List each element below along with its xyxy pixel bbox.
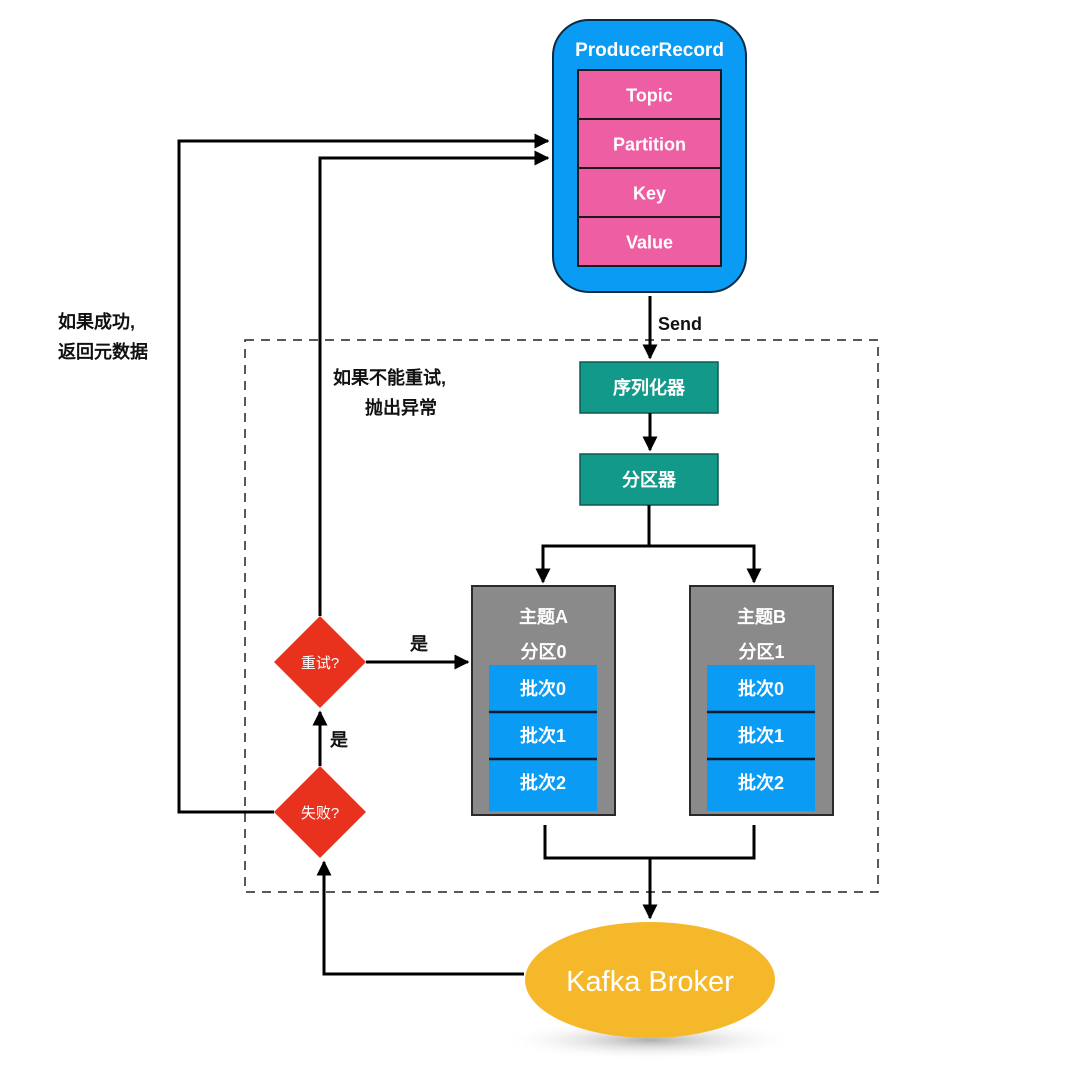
- kafka-broker: Kafka Broker: [500, 922, 800, 1060]
- batch-box: [707, 665, 815, 712]
- batch-label: 批次1: [738, 725, 784, 746]
- no-retry-note: 如果不能重试, 抛出异常: [333, 367, 446, 418]
- retry-yes-label: 是: [409, 634, 428, 654]
- success-note-line-2: 返回元数据: [58, 341, 148, 362]
- broker-to-fail-arrow: [316, 860, 524, 976]
- record-field-key: [577, 167, 722, 218]
- partitioner: 分区器: [579, 453, 719, 506]
- batch-box: [489, 665, 597, 712]
- success-note: 如果成功, 返回元数据: [58, 311, 148, 362]
- batch-box: [707, 712, 815, 759]
- no-retry-note-line-2: 抛出异常: [365, 397, 437, 418]
- retry-decision: 重试?: [274, 616, 366, 708]
- record-field-label: Value: [626, 233, 673, 253]
- partition-label: 分区0: [520, 642, 566, 662]
- batch-box: [489, 712, 597, 759]
- partition-label: 分区1: [738, 642, 784, 662]
- batch-label: 批次0: [520, 678, 566, 699]
- batch-label: 批次2: [520, 772, 566, 793]
- topic-label: 主题B: [737, 606, 786, 627]
- fail-label: 失败?: [301, 805, 339, 822]
- no-retry-note-line-1: 如果不能重试,: [333, 367, 446, 388]
- retry-diamond: [274, 616, 366, 708]
- partitioner-box: [579, 453, 719, 506]
- batch-label: 批次0: [738, 678, 784, 699]
- broker-shadow: [500, 1020, 800, 1060]
- serializer-box: [579, 361, 719, 414]
- broker-label: Kafka Broker: [566, 966, 734, 998]
- batch-label: 批次2: [738, 772, 784, 793]
- record-field-partition: [577, 118, 722, 169]
- record-field-label: Key: [633, 184, 666, 204]
- no-retry-exception-arrow: [318, 150, 550, 616]
- fail-diamond: [274, 766, 366, 858]
- batch-box: [489, 759, 597, 811]
- serializer: 序列化器: [579, 361, 719, 414]
- record-field-label: Partition: [613, 135, 686, 155]
- success-metadata-arrow: [177, 133, 550, 814]
- batch-label: 批次1: [520, 725, 566, 746]
- retry-label: 重试?: [301, 655, 339, 672]
- producer-record-title: ProducerRecord: [575, 40, 724, 61]
- serializer-label: 序列化器: [613, 377, 686, 398]
- topics-merge-line: [543, 825, 756, 860]
- partitioner-label: 分区器: [622, 470, 677, 490]
- record-field-value: [577, 216, 722, 267]
- success-note-line-1: 如果成功,: [58, 311, 135, 332]
- record-field-label: Topic: [626, 86, 673, 106]
- send-label: Send: [658, 314, 702, 334]
- partitioner-to-topic-b-arrow: [649, 544, 762, 584]
- batch-box: [707, 759, 815, 811]
- fail-yes-label: 是: [329, 730, 348, 750]
- partitioner-to-topic-a-arrow: [535, 505, 651, 584]
- topic-label: 主题A: [519, 606, 568, 627]
- topic-partition-0: 主题A 分区0 批次0 批次1 批次2: [471, 585, 616, 816]
- record-field-topic: [577, 69, 722, 120]
- fail-decision: 失败?: [274, 766, 366, 858]
- topic-partition-1: 主题B 分区1 批次0 批次1 批次2: [689, 585, 834, 816]
- broker-ellipse: [525, 922, 775, 1038]
